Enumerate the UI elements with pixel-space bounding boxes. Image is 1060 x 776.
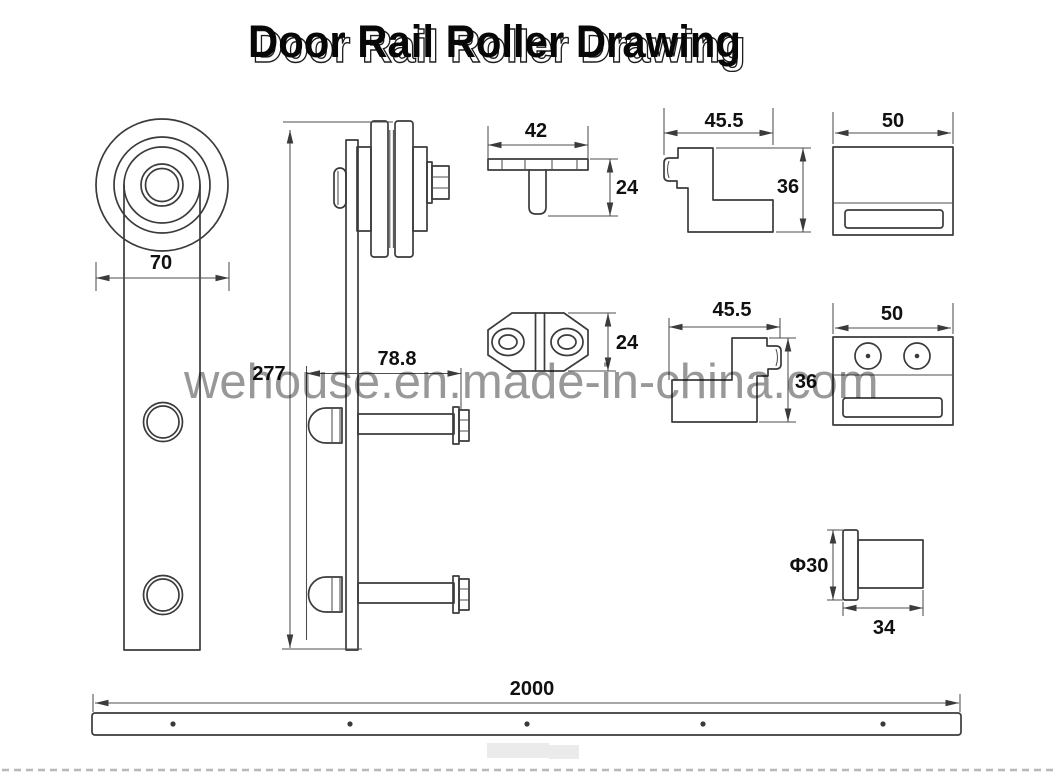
- dim-label-floor-guide-thickness: 24: [615, 332, 639, 354]
- dim-lines-front-width: [95, 262, 230, 291]
- scan-artifacts: [2, 743, 1058, 772]
- dim-lines-hanger-height: [282, 121, 393, 650]
- door-stopper-part: [842, 529, 924, 601]
- dim-lines-cover-mid: [832, 303, 954, 334]
- watermark-text: wehouse.en.made-in-china.com: [184, 355, 879, 409]
- dim-lines-bolt-span: [305, 366, 462, 640]
- dim-label-tee-width: 42: [524, 120, 548, 142]
- dim-lines-rail: [92, 694, 961, 712]
- dim-lines-stopper: [827, 529, 924, 616]
- floor-guide-part: [487, 312, 589, 372]
- tee-guide-part: [487, 158, 589, 215]
- bracket-top-part: [663, 147, 774, 233]
- side-view-hanger: [307, 120, 470, 651]
- dim-lines-tee-guide: [487, 126, 618, 217]
- dim-label-tee-height: 24: [615, 177, 639, 199]
- cover-plate-mid-part: [832, 336, 954, 426]
- dim-lines-bracket-mid: [668, 318, 796, 423]
- dim-label-front-wheel-width: 70: [149, 252, 173, 274]
- page-title: Door Rail Roller Drawing: [248, 19, 746, 69]
- dim-label-bracket-mid-height: 36: [794, 371, 818, 393]
- cover-plate-top-part: [832, 146, 954, 236]
- dim-label-rail-length: 2000: [509, 678, 555, 700]
- dim-label-bracket-mid-width: 45.5: [712, 299, 752, 321]
- bracket-mid-part: [671, 337, 782, 423]
- dim-label-hanger-height: 277: [252, 363, 286, 385]
- dim-label-bolt-span: 78.8: [377, 348, 417, 370]
- dim-label-bracket-top-width: 45.5: [704, 110, 744, 132]
- rail-part: [91, 712, 962, 736]
- dim-lines-cover-top: [832, 112, 954, 144]
- dim-lines-bracket-top: [663, 108, 811, 233]
- dim-lines-floor-guide: [568, 312, 616, 372]
- dim-label-stopper-diameter: Φ30: [789, 555, 829, 577]
- dim-label-bracket-top-height: 36: [776, 176, 800, 198]
- dim-label-cover-top-width: 50: [881, 110, 905, 132]
- dim-label-cover-mid-width: 50: [880, 303, 904, 325]
- dim-label-stopper-length: 34: [872, 617, 896, 639]
- front-view-hanger: [95, 118, 229, 651]
